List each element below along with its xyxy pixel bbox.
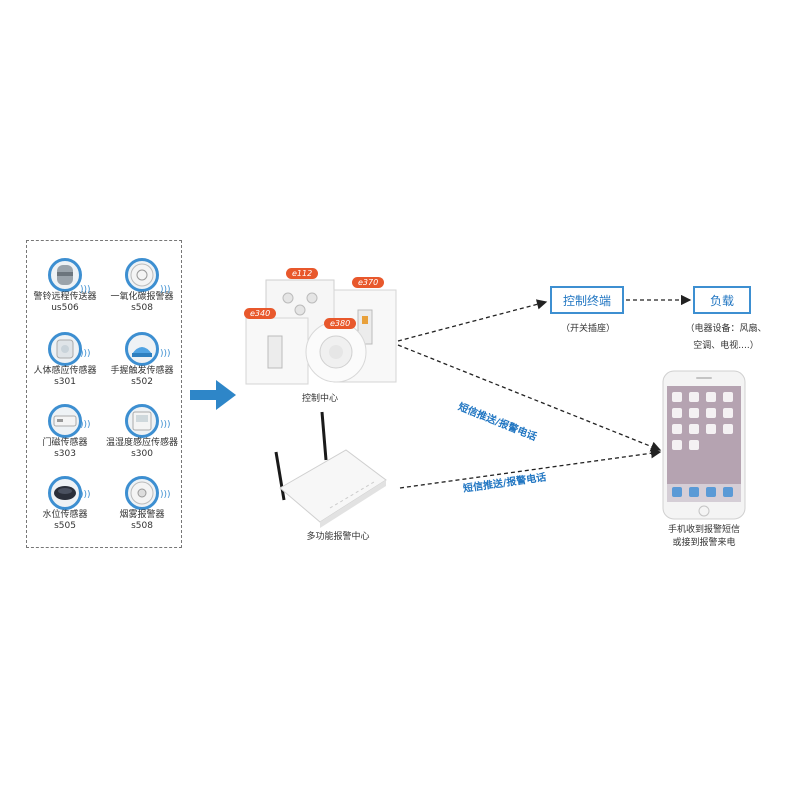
- sensor-model: s300: [131, 449, 153, 459]
- door-sensor-icon: [48, 404, 82, 438]
- model-tag: e370: [352, 277, 385, 288]
- sensor-name: 温湿度感应传感器: [105, 438, 178, 448]
- wireless-signal-icon: ))): [80, 349, 91, 359]
- sensor-item: 门磁传感器 s303: [28, 404, 102, 460]
- sensor-model: s508: [131, 303, 153, 313]
- sensor-name: 一氧化碳报警器: [110, 292, 174, 302]
- sensor-model: s502: [131, 377, 153, 387]
- wireless-signal-icon: ))): [160, 285, 171, 295]
- wireless-signal-icon: ))): [80, 285, 91, 295]
- sensor-item: 温湿度感应传感器 s300: [104, 404, 180, 460]
- phone-caption-line2: 或接到报警来电: [672, 538, 736, 548]
- wireless-signal-icon: ))): [80, 490, 91, 500]
- big-right-arrow: [190, 380, 236, 410]
- sensor-item: 警铃远程传送器 us506: [28, 258, 102, 314]
- sensor-model: us506: [51, 303, 79, 313]
- sensor-item: 一氧化碳报警器 s508: [104, 258, 180, 314]
- load-box: 负载: [693, 286, 751, 314]
- sensor-model: s505: [54, 521, 76, 531]
- sensor-name: 人体感应传感器: [33, 366, 97, 376]
- sensor-item: 水位传感器 s505: [28, 476, 102, 532]
- sensor-item: 烟雾报警器 s508: [104, 476, 180, 532]
- control-terminal-box: 控制终端: [550, 286, 624, 314]
- sensor-name: 水位传感器: [42, 510, 88, 520]
- control-terminal-sub: （开关插座）: [560, 324, 615, 334]
- sensor-model: s301: [54, 377, 76, 387]
- alarm-center-label: 多功能报警中心: [306, 532, 370, 542]
- alarm-bell-sensor-icon: [48, 258, 82, 292]
- sensor-panel: [26, 240, 182, 548]
- model-tag: e112: [286, 268, 319, 279]
- sensor-name: 手握触发传感器: [110, 366, 174, 376]
- wireless-signal-icon: ))): [160, 349, 171, 359]
- model-tag: e340: [244, 308, 277, 319]
- temperature-humidity-icon: [125, 404, 159, 438]
- hand-trigger-icon: [125, 332, 159, 366]
- control-center-label: 控制中心: [301, 394, 338, 404]
- load-sub-line1: （电器设备：风扇、: [685, 324, 767, 334]
- load-sub-line2: 空调、电视....）: [693, 341, 759, 351]
- smartphone-image: [662, 370, 746, 520]
- model-tag: e380: [324, 318, 357, 329]
- control-center-devices-image: [245, 279, 397, 385]
- wireless-signal-icon: ))): [160, 490, 171, 500]
- phone-caption-line1: 手机收到报警短信: [667, 525, 740, 535]
- wireless-signal-icon: ))): [160, 420, 171, 430]
- wireless-signal-icon: ))): [80, 420, 91, 430]
- router-image: [274, 411, 387, 528]
- sensor-name: 警铃远程传送器: [33, 292, 97, 302]
- sensor-model: s508: [131, 521, 153, 531]
- co-alarm-icon: [125, 258, 159, 292]
- sensor-model: s303: [54, 449, 76, 459]
- sensor-name: 烟雾报警器: [119, 510, 165, 520]
- sensor-item: 人体感应传感器 s301: [28, 332, 102, 388]
- water-level-sensor-icon: [48, 476, 82, 510]
- motion-sensor-icon: [48, 332, 82, 366]
- smoke-alarm-icon: [125, 476, 159, 510]
- sensor-item: 手握触发传感器 s502: [104, 332, 180, 388]
- sensor-name: 门磁传感器: [42, 438, 88, 448]
